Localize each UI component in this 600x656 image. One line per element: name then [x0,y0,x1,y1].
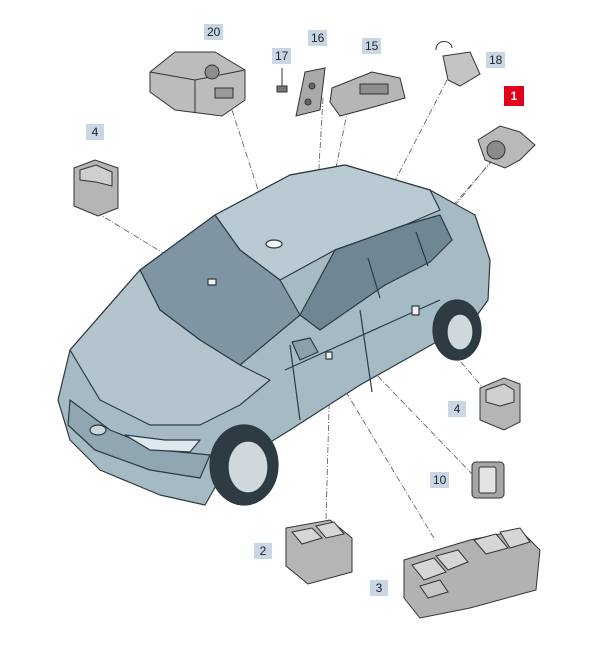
label-4-upper: 4 [86,124,104,140]
label-16: 16 [308,30,328,46]
car-headlight [124,434,201,453]
label-10: 10 [430,472,450,488]
car-mirror [291,337,319,361]
label-2: 2 [254,543,272,559]
part-4-window-switch-upper [73,159,119,217]
label-4-lower: 4 [448,401,466,417]
label-20: 20 [204,24,224,40]
label-3: 3 [370,580,388,596]
part-10-switch [471,461,505,499]
label-18: 18 [486,52,506,68]
part-18-cover [435,41,481,87]
part-17-screw [276,68,288,93]
car-illustration [57,164,491,506]
label-15: 15 [362,38,382,54]
part-1-mirror-switch [477,125,536,169]
part-15-console [329,71,406,117]
label-17: 17 [272,48,292,64]
part-3-master-switch [403,527,541,619]
car-side-windows [299,214,453,331]
label-1-highlighted: 1 [504,86,524,106]
part-20-roof-module [149,51,246,117]
part-2-double-switch [285,519,353,585]
part-16-bracket [295,67,326,117]
part-4-window-switch-lower [479,377,521,431]
car-hood [69,269,271,426]
